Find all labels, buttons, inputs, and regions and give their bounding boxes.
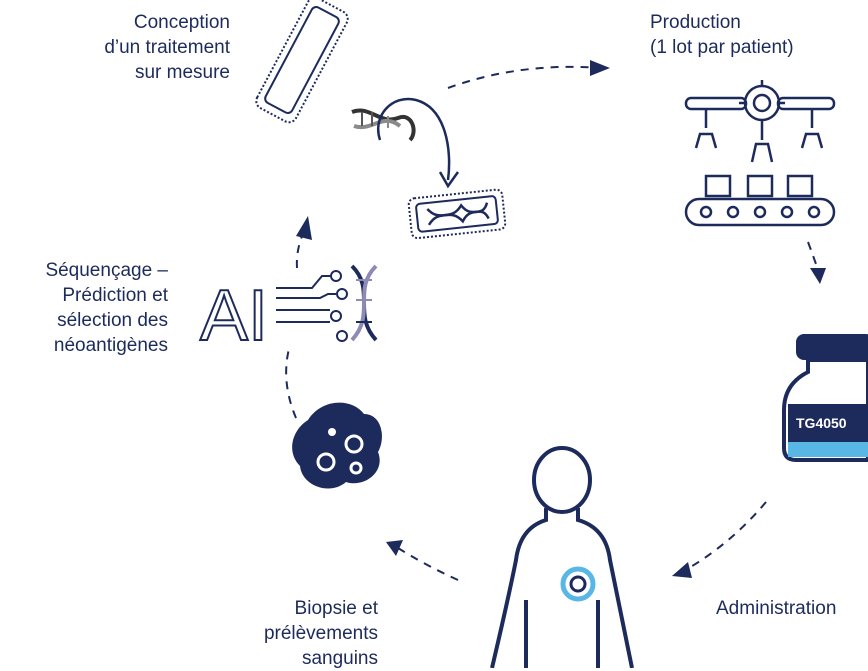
arrow-production-to-vial (807, 241, 819, 271)
arrow-conception-to-production (447, 65, 601, 89)
sequencing-line-3: sélection des (57, 310, 168, 331)
patient-icon (490, 446, 634, 668)
conception-line-3: sur mesure (134, 62, 230, 83)
administration-label: Administration (716, 598, 837, 619)
biopsy-line-3: sanguins (301, 648, 378, 669)
conception-line-1: Conception (133, 12, 230, 33)
curved-arrow-icon (377, 97, 451, 181)
vaccine-vial-icon (782, 334, 868, 462)
arrow-vial-to-patient (681, 501, 767, 573)
sequencing-label: Séquençage – Prédiction et sélection des… (0, 258, 168, 358)
dna-strand-icon (351, 108, 416, 142)
production-line-icon (684, 80, 836, 227)
arrow-head-patient (672, 562, 692, 578)
arrow-head-vial (810, 268, 826, 284)
injection-site-inner (569, 575, 587, 593)
curved-arrow-head-icon (438, 171, 460, 189)
sequencing-line-2: Prédiction et (62, 285, 168, 306)
arrow-patient-to-biopsy (397, 547, 459, 581)
conception-line-2: d’un traitement (104, 37, 230, 58)
arrow-sequencing-to-conception (295, 235, 303, 269)
biopsy-line-2: prélèvements (263, 623, 378, 644)
vial-label: TG4050 (796, 415, 847, 431)
arrow-head-production (590, 60, 610, 76)
arrow-head-conception (296, 216, 312, 240)
production-line-1: Production (650, 12, 741, 33)
circuit-lines-icon (276, 270, 348, 342)
arrow-biopsy-to-sequencing (285, 344, 297, 419)
conception-label: Conception d’un traitement sur mesure (40, 10, 230, 85)
ai-letters: AI (200, 276, 268, 356)
production-label: Production (1 lot par patient) (650, 10, 860, 60)
sequencing-line-1: Séquençage – (45, 260, 168, 281)
injection-site-outer (560, 566, 596, 602)
vector-capsule-icon (255, 0, 349, 124)
tumor-cell-icon (292, 402, 382, 489)
production-line-2: (1 lot par patient) (650, 37, 794, 58)
dna-helix-icon (350, 264, 378, 342)
vaccine-vector-icon (407, 188, 507, 240)
arrow-head-biopsy (386, 540, 403, 556)
biopsy-line-1: Biopsie et (294, 598, 378, 619)
sequencing-line-4: néoantigènes (53, 335, 168, 356)
biopsy-label: Biopsie et prélèvements sanguins (190, 596, 378, 671)
